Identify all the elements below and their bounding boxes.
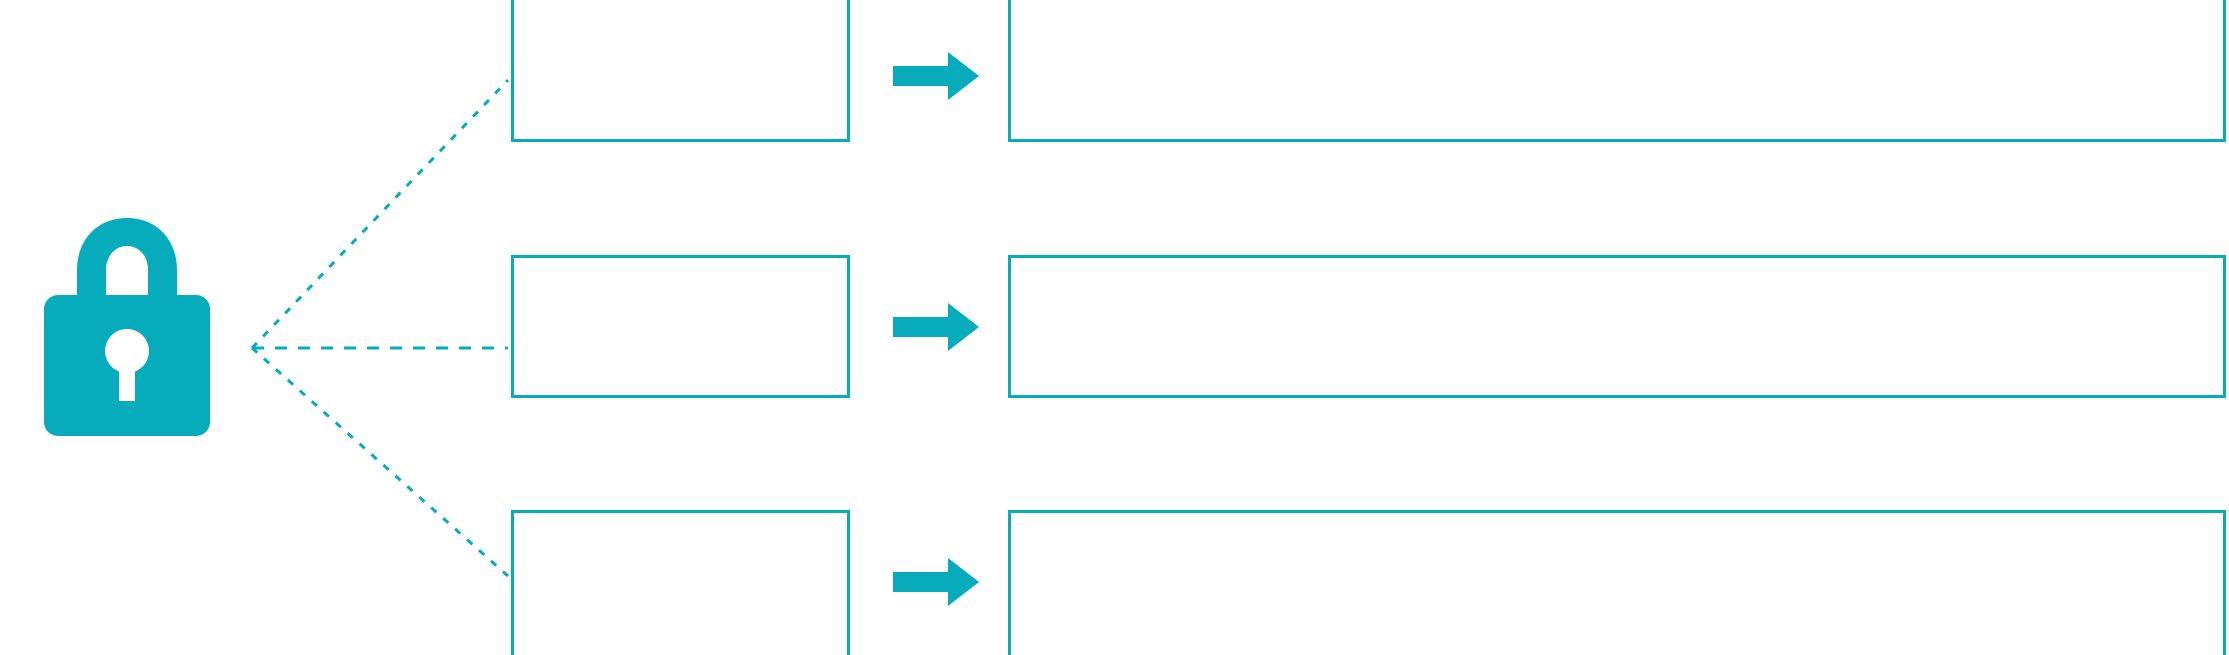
connector-line-row-1	[250, 78, 510, 350]
detail-box-row-2[interactable]	[1008, 255, 2226, 398]
detail-box-row-3[interactable]	[1008, 510, 2226, 655]
detail-box-row-1[interactable]	[1008, 0, 2226, 142]
right-arrow-icon	[893, 556, 979, 608]
category-box-row-2[interactable]	[511, 255, 850, 398]
lock-icon	[44, 218, 210, 436]
category-box-label	[514, 258, 847, 278]
category-box-row-3[interactable]	[511, 510, 850, 655]
right-arrow-icon	[893, 50, 979, 102]
right-arrow-icon	[893, 301, 979, 353]
connector-line-row-3	[251, 346, 509, 578]
category-box-row-1[interactable]	[511, 0, 850, 142]
category-box-label	[514, 0, 847, 20]
detail-box-label	[1011, 258, 2223, 278]
detail-box-label	[1011, 513, 2223, 533]
detail-box-label	[1011, 0, 2223, 20]
category-box-label	[514, 513, 847, 533]
